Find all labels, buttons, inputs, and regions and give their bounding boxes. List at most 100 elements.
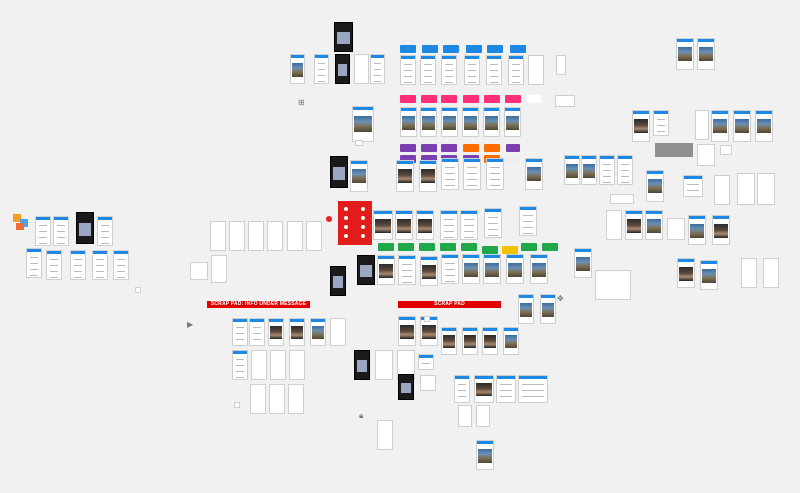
color-chip[interactable] xyxy=(400,45,416,53)
artboard-blank[interactable] xyxy=(211,255,227,283)
artboard-list[interactable] xyxy=(249,318,265,346)
artboard-photo[interactable] xyxy=(518,294,534,324)
artboard-list[interactable] xyxy=(53,216,69,246)
play-icon[interactable]: ▶ xyxy=(187,320,194,329)
color-chip[interactable] xyxy=(542,243,558,251)
artboard-photo[interactable] xyxy=(352,106,374,142)
artboard-blank[interactable] xyxy=(757,173,775,205)
artboard-blank[interactable] xyxy=(289,350,305,380)
artboard-list[interactable] xyxy=(508,55,524,85)
artboard-list[interactable] xyxy=(464,55,480,85)
artboard-photo[interactable] xyxy=(310,318,326,346)
artboard-face[interactable] xyxy=(396,160,414,192)
artboard-blank[interactable] xyxy=(267,221,283,251)
color-chip[interactable] xyxy=(484,144,500,152)
artboard-blank[interactable] xyxy=(528,55,544,85)
artboard-blank[interactable] xyxy=(270,350,286,380)
artboard-photo[interactable] xyxy=(441,107,458,137)
artboard-list[interactable] xyxy=(463,158,481,190)
artboard-blank[interactable] xyxy=(248,221,264,251)
artboard-face[interactable] xyxy=(712,215,730,245)
artboard-photo[interactable] xyxy=(581,155,597,185)
artboard-photo[interactable] xyxy=(420,107,437,137)
artboard-face[interactable] xyxy=(462,327,478,355)
artboard-list[interactable] xyxy=(232,318,248,346)
artboard-list[interactable] xyxy=(398,255,416,285)
color-chip[interactable] xyxy=(421,95,437,103)
grid-icon[interactable]: ⊞ xyxy=(298,98,305,107)
artboard-list[interactable] xyxy=(70,250,86,280)
artboard-list[interactable] xyxy=(441,158,459,190)
artboard-photo[interactable] xyxy=(504,107,521,137)
artboard-list[interactable] xyxy=(441,254,459,284)
artboard-photo[interactable] xyxy=(290,54,305,84)
artboard-list[interactable] xyxy=(460,210,478,240)
color-chip[interactable] xyxy=(422,45,438,53)
artboard-photo[interactable] xyxy=(350,160,368,192)
color-chip[interactable] xyxy=(527,95,541,103)
artboard-list[interactable] xyxy=(400,55,416,85)
artboard-photo[interactable] xyxy=(462,254,480,284)
artboard-photo[interactable] xyxy=(462,107,479,137)
artboard-blank[interactable] xyxy=(375,350,393,380)
artboard-photo[interactable] xyxy=(676,38,694,70)
artboard-list[interactable] xyxy=(617,155,633,185)
color-chip[interactable] xyxy=(461,243,477,251)
artboard-list[interactable] xyxy=(440,210,458,240)
artboard-blank[interactable] xyxy=(330,318,346,346)
artboard-blank[interactable] xyxy=(250,384,266,414)
color-chip[interactable] xyxy=(378,243,394,251)
color-chip[interactable] xyxy=(400,95,416,103)
artboard-blank[interactable] xyxy=(420,375,436,391)
artboard-face[interactable] xyxy=(441,327,457,355)
artboard-photo[interactable] xyxy=(400,107,417,137)
artboard-list[interactable] xyxy=(599,155,615,185)
artboard-list[interactable] xyxy=(454,375,470,403)
artboard-dark[interactable] xyxy=(330,266,346,296)
artboard-photo[interactable] xyxy=(645,210,663,240)
artboard-photo[interactable] xyxy=(483,107,500,137)
color-chip[interactable] xyxy=(400,155,416,163)
artboard-blank[interactable] xyxy=(355,140,363,146)
artboard-photo[interactable] xyxy=(688,215,706,245)
artboard-photo[interactable] xyxy=(530,254,548,284)
artboard-face[interactable] xyxy=(625,210,643,240)
artboard-blank[interactable] xyxy=(288,384,304,414)
color-chip[interactable] xyxy=(505,95,521,103)
color-chip[interactable] xyxy=(421,144,437,152)
artboard-blank[interactable] xyxy=(229,221,245,251)
artboard-blank[interactable] xyxy=(595,270,631,300)
lock-icon[interactable]: 🔒︎ xyxy=(359,411,364,420)
artboard-photo[interactable] xyxy=(733,110,751,142)
artboard-face[interactable] xyxy=(632,110,650,142)
artboard-photo[interactable] xyxy=(506,254,524,284)
artboard-dark[interactable] xyxy=(398,374,414,400)
artboard-photo[interactable] xyxy=(564,155,580,185)
color-chip[interactable] xyxy=(484,95,500,103)
artboard-blank[interactable] xyxy=(458,405,472,427)
artboard-blank[interactable] xyxy=(251,350,267,380)
artboard-face[interactable] xyxy=(677,258,695,288)
artboard-photo[interactable] xyxy=(755,110,773,142)
artboard-list[interactable] xyxy=(35,216,51,246)
artboard-list[interactable] xyxy=(370,54,385,84)
artboard-face[interactable] xyxy=(474,375,494,403)
artboard-face[interactable] xyxy=(395,210,413,240)
artboard-blank[interactable] xyxy=(210,221,226,251)
artboard-blank[interactable] xyxy=(190,262,208,280)
color-chip[interactable] xyxy=(466,45,482,53)
artboard-blank[interactable] xyxy=(714,175,730,205)
artboard-list[interactable] xyxy=(92,250,108,280)
artboard-blank[interactable] xyxy=(741,258,757,288)
artboard-list[interactable] xyxy=(518,375,548,403)
artboard-blank[interactable] xyxy=(606,210,622,240)
color-chip[interactable] xyxy=(487,45,503,53)
artboard-list[interactable] xyxy=(486,55,502,85)
artboard-photo[interactable] xyxy=(574,248,592,278)
artboard-photo[interactable] xyxy=(540,294,556,324)
artboard-photo[interactable] xyxy=(483,254,501,284)
artboard-blank[interactable] xyxy=(720,145,732,155)
move-icon[interactable]: ✥ xyxy=(557,294,564,303)
artboard-blank[interactable] xyxy=(354,54,369,84)
artboard-list[interactable] xyxy=(314,54,329,84)
